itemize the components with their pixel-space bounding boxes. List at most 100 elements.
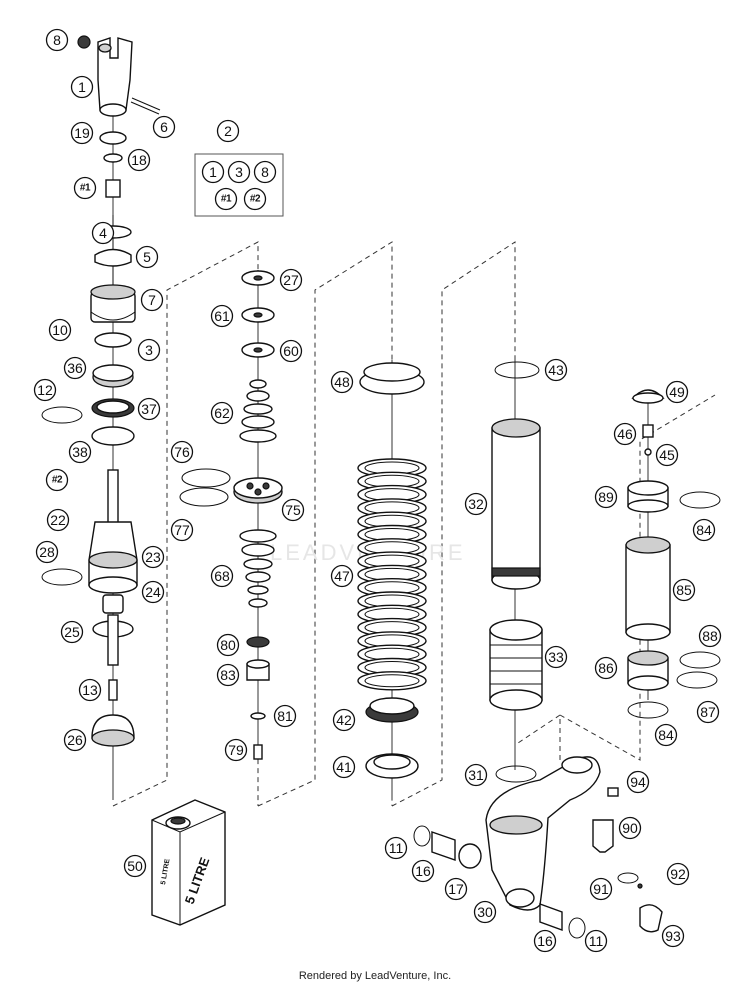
- callout-23[interactable]: 23: [141, 545, 165, 569]
- callout-hash-2[interactable]: #2: [45, 468, 69, 492]
- kit-callout-2[interactable]: 2: [216, 119, 240, 143]
- callout-circle: [594, 485, 618, 509]
- callout-48[interactable]: 48: [330, 370, 354, 394]
- callout-19[interactable]: 19: [70, 121, 94, 145]
- callout-6[interactable]: 6: [152, 115, 176, 139]
- callout-circle: [91, 221, 115, 245]
- callout-number: 62: [214, 405, 230, 421]
- callout-86[interactable]: 86: [594, 656, 618, 680]
- callout-62[interactable]: 62: [210, 401, 234, 425]
- kit-item-3[interactable]: 3: [227, 160, 251, 184]
- callout-50[interactable]: 50: [123, 854, 147, 878]
- callout-37[interactable]: 37: [137, 397, 161, 421]
- part-callouts: 8161918#145710336123738#2222328242513262…: [33, 28, 722, 953]
- callout-number: 1: [78, 79, 86, 95]
- callout-81[interactable]: 81: [273, 704, 297, 728]
- callout-77[interactable]: 77: [170, 518, 194, 542]
- callout-46[interactable]: 46: [613, 422, 637, 446]
- callout-12[interactable]: 12: [33, 378, 57, 402]
- callout-circle: [672, 578, 696, 602]
- callout-18[interactable]: 18: [127, 148, 151, 172]
- callout-94[interactable]: 94: [626, 770, 650, 794]
- callout-90[interactable]: 90: [618, 816, 642, 840]
- callout-number: 19: [74, 125, 90, 141]
- callout-28[interactable]: 28: [35, 540, 59, 564]
- callout-42[interactable]: 42: [332, 708, 356, 732]
- left-column-parts: [41, 35, 161, 747]
- callout-68[interactable]: 68: [210, 564, 234, 588]
- callout-92[interactable]: 92: [666, 862, 690, 886]
- callout-number: 11: [589, 933, 604, 949]
- callout-22[interactable]: 22: [46, 508, 70, 532]
- callout-83[interactable]: 83: [216, 663, 240, 687]
- callout-84[interactable]: 84: [654, 723, 678, 747]
- callout-85[interactable]: 85: [672, 578, 696, 602]
- callout-33[interactable]: 33: [544, 645, 568, 669]
- callout-84[interactable]: 84: [692, 518, 716, 542]
- callout-76[interactable]: 76: [170, 440, 194, 464]
- callout-13[interactable]: 13: [78, 678, 102, 702]
- callout-circle: [594, 656, 618, 680]
- callout-61[interactable]: 61: [210, 304, 234, 328]
- callout-circle: [279, 268, 303, 292]
- callout-11[interactable]: 11: [584, 929, 608, 953]
- callout-number: 47: [334, 568, 350, 584]
- callout-47[interactable]: 47: [330, 564, 354, 588]
- callout-36[interactable]: 36: [63, 356, 87, 380]
- callout-circle: [170, 440, 194, 464]
- callout-89[interactable]: 89: [594, 485, 618, 509]
- callout-number: 33: [548, 649, 564, 665]
- callout-4[interactable]: 4: [91, 221, 115, 245]
- callout-11[interactable]: 11: [384, 836, 408, 860]
- callout-8[interactable]: 8: [45, 28, 69, 52]
- callout-number: 17: [448, 881, 464, 897]
- callout-30[interactable]: 30: [473, 900, 497, 924]
- callout-10[interactable]: 10: [48, 318, 72, 342]
- callout-45[interactable]: 45: [655, 443, 679, 467]
- callout-circle: [216, 663, 240, 687]
- callout-38[interactable]: 38: [68, 440, 92, 464]
- callout-93[interactable]: 93: [661, 924, 685, 948]
- callout-circle: [698, 624, 722, 648]
- callout-number: 22: [50, 512, 66, 528]
- callout-1[interactable]: 1: [70, 75, 94, 99]
- callout-88[interactable]: 88: [698, 624, 722, 648]
- callout-27[interactable]: 27: [279, 268, 303, 292]
- callout-number: 3: [145, 342, 153, 358]
- callout-26[interactable]: 26: [63, 728, 87, 752]
- kit-item-1[interactable]: 1: [201, 160, 225, 184]
- callout-number: 75: [285, 502, 301, 518]
- callout-60[interactable]: 60: [279, 339, 303, 363]
- callout-circle: [464, 763, 488, 787]
- callout-number: 7: [148, 292, 156, 308]
- callout-80[interactable]: 80: [216, 633, 240, 657]
- callout-hash-1[interactable]: #1: [73, 176, 97, 200]
- callout-91[interactable]: 91: [589, 877, 613, 901]
- callout-circle: [123, 854, 147, 878]
- callout-3[interactable]: 3: [137, 338, 161, 362]
- kit-item-8[interactable]: 8: [253, 160, 277, 184]
- callout-31[interactable]: 31: [464, 763, 488, 787]
- callout-circle: [137, 397, 161, 421]
- kit-item-hash-2[interactable]: #2: [243, 187, 267, 211]
- callout-7[interactable]: 7: [140, 288, 164, 312]
- callout-16[interactable]: 16: [411, 859, 435, 883]
- callout-number: 5: [143, 249, 151, 265]
- callout-41[interactable]: 41: [332, 755, 356, 779]
- kit-item-hash-1[interactable]: #1: [214, 187, 238, 211]
- callout-5[interactable]: 5: [135, 245, 159, 269]
- callout-16[interactable]: 16: [533, 929, 557, 953]
- callout-75[interactable]: 75: [281, 498, 305, 522]
- callout-number: 24: [145, 584, 161, 600]
- callout-87[interactable]: 87: [696, 700, 720, 724]
- callout-17[interactable]: 17: [444, 877, 468, 901]
- callout-circle: [544, 358, 568, 382]
- callout-32[interactable]: 32: [464, 492, 488, 516]
- callout-number: #1: [221, 194, 232, 205]
- callout-25[interactable]: 25: [60, 620, 84, 644]
- callout-79[interactable]: 79: [224, 738, 248, 762]
- callout-49[interactable]: 49: [665, 380, 689, 404]
- callout-24[interactable]: 24: [141, 580, 165, 604]
- callout-43[interactable]: 43: [544, 358, 568, 382]
